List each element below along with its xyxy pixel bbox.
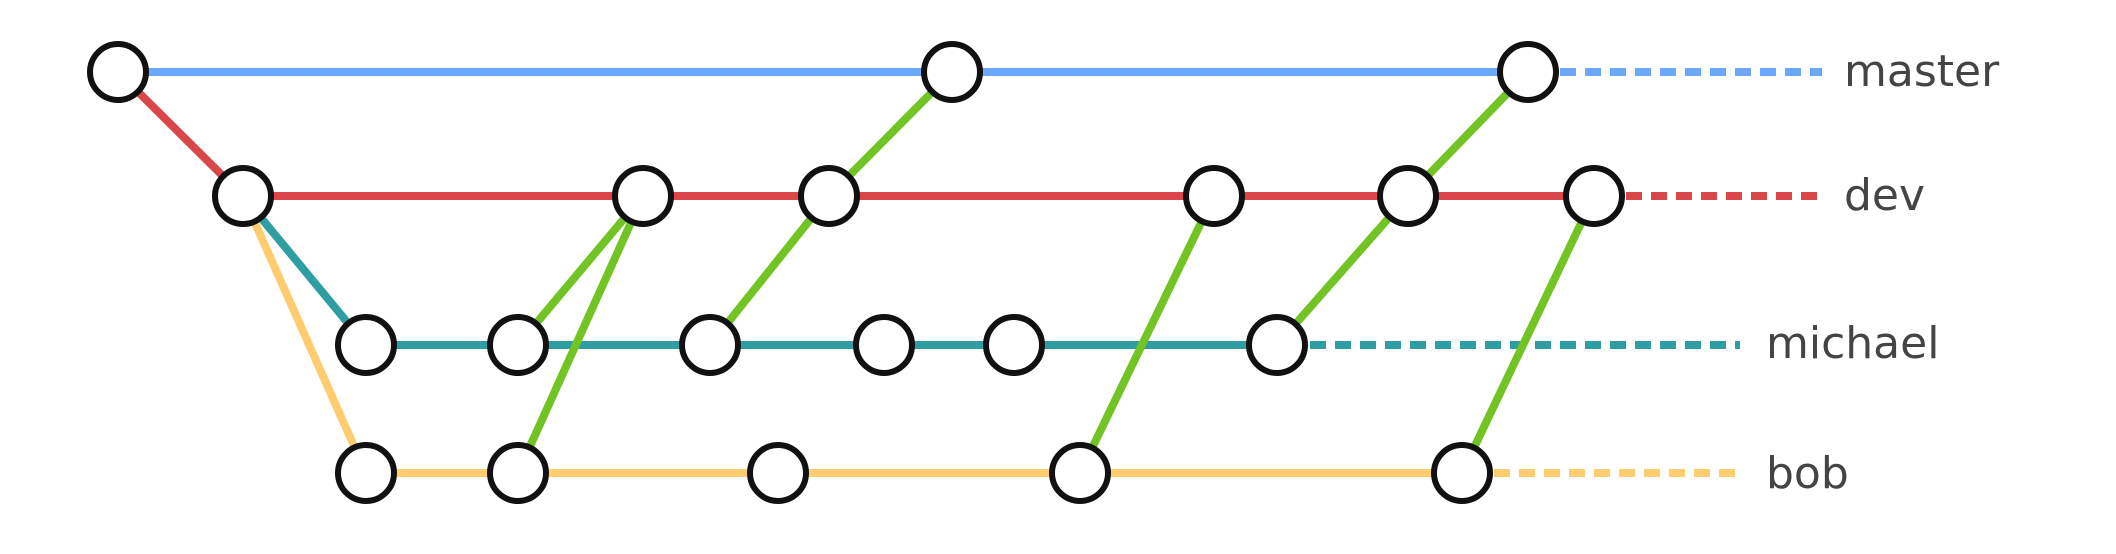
commit-node-bob-b1 <box>335 442 397 504</box>
commit-node-master-m1 <box>87 41 149 103</box>
branch-label-michael: michael <box>1766 318 1939 369</box>
commit-node-dev-d3 <box>798 165 860 227</box>
branch-label-master: master <box>1844 46 2000 97</box>
merge-edge-c2-d2 <box>514 192 647 349</box>
commit-node-michael-c1 <box>335 314 397 376</box>
commit-node-dev-d6 <box>1563 165 1625 227</box>
branch-edge-d1-b1 <box>239 192 370 477</box>
commit-node-dev-d2 <box>612 165 674 227</box>
commit-node-michael-c5 <box>983 314 1045 376</box>
merge-edge-c6-d5 <box>1273 192 1412 349</box>
commit-node-bob-b2 <box>487 442 549 504</box>
commit-node-dev-d5 <box>1377 165 1439 227</box>
commit-node-michael-c2 <box>487 314 549 376</box>
commit-node-michael-c4 <box>853 314 915 376</box>
merge-edge-c3-d3 <box>706 192 833 349</box>
commit-edges <box>114 68 1598 477</box>
commit-node-bob-b3 <box>747 442 809 504</box>
branch-tails <box>1310 68 1822 477</box>
branch-labels: master dev michael bob <box>1766 46 2000 499</box>
commit-nodes <box>87 41 1625 504</box>
merge-edge-b2-d2 <box>514 192 647 477</box>
commit-node-master-m2 <box>921 41 983 103</box>
commit-node-dev-d1 <box>212 165 274 227</box>
merge-edge-b5-d6 <box>1458 192 1598 477</box>
commit-node-michael-c3 <box>679 314 741 376</box>
commit-node-bob-b5 <box>1431 442 1493 504</box>
commit-node-bob-b4 <box>1049 442 1111 504</box>
commit-node-dev-d4 <box>1183 165 1245 227</box>
branch-label-dev: dev <box>1844 170 1925 221</box>
branch-edge-d1-c1 <box>239 192 370 349</box>
commit-node-michael-c6 <box>1246 314 1308 376</box>
branch-label-bob: bob <box>1766 448 1849 499</box>
merge-edge-b4-d4 <box>1076 192 1218 477</box>
commit-node-master-m3 <box>1497 41 1559 103</box>
